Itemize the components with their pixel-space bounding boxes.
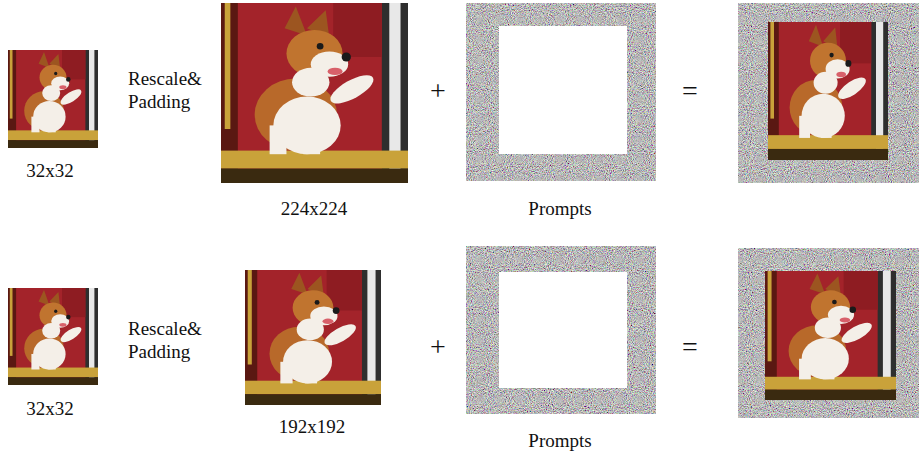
prompt-hole bbox=[499, 272, 627, 388]
rescaled-image bbox=[245, 270, 381, 405]
rescaled-image bbox=[221, 3, 408, 183]
operation-label: Rescale& Padding bbox=[128, 318, 212, 364]
prompt-hole bbox=[499, 26, 627, 154]
result-frame bbox=[738, 248, 919, 418]
input-image bbox=[8, 50, 98, 148]
prompt-label: Prompts bbox=[528, 198, 591, 221]
equals-sign: = bbox=[682, 330, 698, 364]
prompt-label: Prompts bbox=[528, 430, 591, 453]
equals-sign: = bbox=[682, 74, 698, 108]
size-label: 32x32 bbox=[26, 160, 74, 183]
result-frame bbox=[738, 3, 919, 183]
plus-sign: + bbox=[430, 330, 446, 364]
result-image bbox=[768, 22, 888, 160]
input-image bbox=[8, 288, 98, 385]
operation-label: Rescale& Padding bbox=[128, 68, 212, 114]
prompt-frame bbox=[466, 246, 656, 414]
plus-sign: + bbox=[430, 74, 446, 108]
size-label: 32x32 bbox=[26, 398, 74, 421]
size-label: 224x224 bbox=[281, 198, 348, 221]
size-label: 192x192 bbox=[279, 416, 346, 439]
result-image bbox=[765, 271, 896, 400]
prompt-frame bbox=[466, 3, 656, 181]
